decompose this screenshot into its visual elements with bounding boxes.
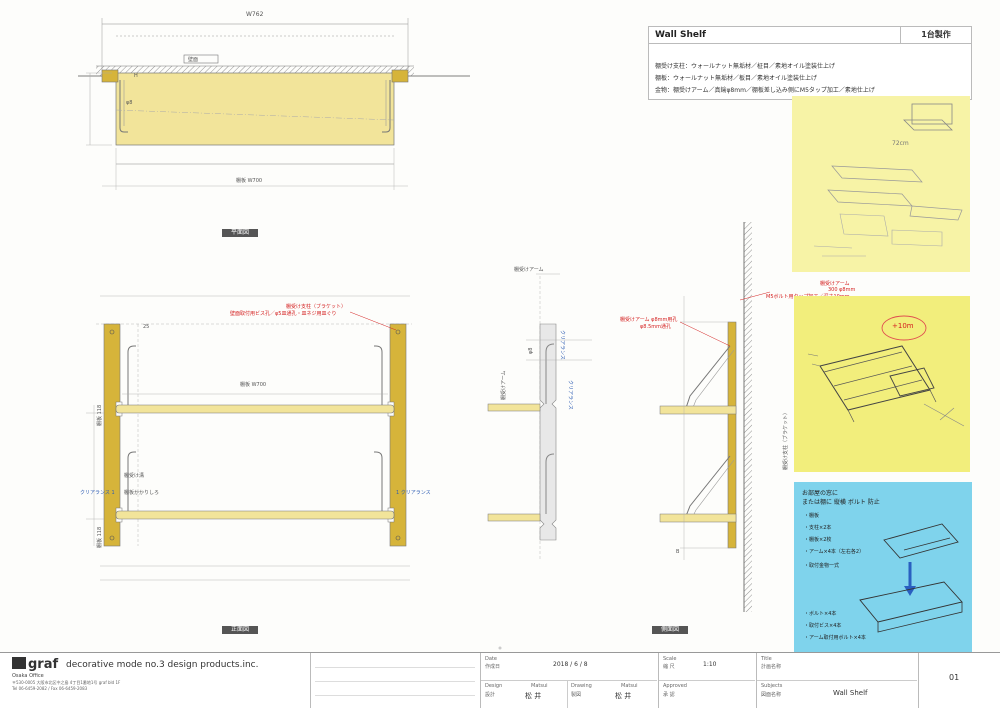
front-view-label: 正面図 (222, 626, 258, 634)
blue-note-item-3: ・棚板×2枚 (804, 537, 832, 543)
dim-height-upper: 棚板 118 (97, 404, 103, 426)
side-view-label: 側面図 (652, 626, 688, 634)
blue-note-heading-2: または棚に 縦横 ボルト 防止 (802, 499, 880, 506)
info-title: Wall Shelf (655, 30, 706, 40)
spec-line-1: 棚受け支柱：ウォールナット無垢材／柾目／素地オイル塗装仕上げ (655, 63, 836, 70)
blue-note-item-5: ・取付金物一式 (804, 563, 840, 569)
drawing-label: Drawing (571, 683, 592, 689)
dim-b: B (676, 549, 680, 555)
office-phone: Tel 06-6459-2082 / Fax 06-6459-2083 (12, 686, 88, 691)
graf-logo: graf (12, 657, 58, 672)
dim-height-lower: 棚板 118 (97, 526, 103, 548)
office-name: Osaka Office (12, 673, 44, 679)
annot-bracket-2: 壁面取付用ビス孔／φ5皿通孔・皿ネジ用皿ぐり (230, 311, 337, 317)
sticky-note-lime: +10m (794, 296, 970, 472)
design-romaji: Matsui (531, 683, 548, 689)
side-view (659, 222, 771, 612)
subjects-label-jp: 図面名称 (761, 692, 782, 698)
drawing-romaji: Matsui (621, 683, 638, 689)
dim-arm-phi: φ8 (528, 347, 534, 354)
page-number-cell: 01 (918, 653, 1000, 708)
wall-label: 壁面 (188, 57, 199, 63)
design-value: 松 井 (525, 692, 542, 700)
annot-arm-2: φ8.5mm通孔 (640, 324, 671, 330)
blue-note-heading-1: お部屋の窓に (802, 490, 839, 497)
company-name: decorative mode no.3 design products.inc… (66, 660, 259, 670)
blue-note-bottom-2: ・取付ビス×4本 (804, 623, 842, 629)
title-label: Title (761, 656, 772, 662)
office-address: 〒530-0005 大阪市北区中之島 4丁目1番地1号 graf bld 1F (12, 680, 121, 685)
date-label-jp: 作成日 (485, 664, 501, 670)
title-label-jp: 計画名称 (761, 664, 782, 670)
scale-approved-cells: Scale 縮 尺 1:10 Approved 承 認 (658, 653, 755, 708)
label-receiver: 棚受け溝 (124, 473, 145, 479)
annot-top-1: 棚受けアーム (820, 281, 850, 287)
annot-top-2: 300 φ8mm (828, 287, 856, 293)
arm-detail-view (487, 273, 592, 560)
blue-note-item-2: ・支柱×2本 (804, 525, 832, 531)
spec-line-3: 金物：棚受けアーム／真鍮φ8mm／棚板差し込み側にM5タップ加工／素地仕上げ (655, 87, 875, 94)
scale-value: 1:10 (703, 661, 717, 668)
sticky-note-blue: お部屋の窓に または棚に 縦横 ボルト 防止 ・棚板 ・支柱×2本 ・棚板×2枚… (794, 482, 972, 658)
clearance-right: 1 クリアランス (396, 490, 431, 496)
design-label: Design (485, 683, 503, 689)
label-clear-2: クリアランス (567, 380, 573, 410)
blue-note-bottom-3: ・アーム取付用ボルト×4本 (804, 635, 866, 641)
date-value: 2018 / 6 / 8 (553, 661, 588, 668)
scale-label-jp: 縮 尺 (663, 664, 675, 670)
plan-view (78, 18, 470, 190)
logo-mark-icon (12, 657, 26, 669)
front-view (86, 295, 412, 581)
sketch-packaging (859, 523, 963, 633)
dim-top: 25 (143, 324, 150, 330)
label-arm-side: 棚受けアーム (501, 370, 507, 400)
approved-label: Approved (663, 683, 687, 689)
plan-view-label: 平面図 (222, 229, 258, 237)
title-subject-cells: Title 計画名称 Subjects 図面名称 Wall Shelf (756, 653, 917, 708)
blue-note-item-1: ・棚板 (804, 513, 820, 519)
scale-label: Scale (663, 656, 677, 662)
pink-note-text: +10m (892, 322, 914, 330)
spec-info-box: Wall Shelf 1台製作 棚受け支柱：ウォールナット無垢材／柾目／素地オイ… (648, 26, 972, 100)
dim-phi: φ8 (126, 100, 133, 106)
date-design-cells: Date 作成日 2018 / 6 / 8 Design Matsui 設計 松… (480, 653, 657, 708)
drawing-value: 松 井 (615, 692, 632, 700)
design-label-jp: 設計 (485, 692, 496, 698)
label-hanger: 棚板かかりしろ (124, 490, 160, 496)
annot-arm-1: 棚受けアーム φ8mm用孔 (620, 317, 678, 323)
subjects-value: Wall Shelf (833, 689, 868, 697)
spec-line-2: 棚板：ウォールナット無垢材／板目／素地オイル塗装仕上げ (655, 75, 818, 82)
label-clear-1: クリアランス (559, 330, 565, 360)
subjects-label: Subjects (761, 683, 783, 689)
page-number: 01 (949, 673, 960, 682)
dim-h: H (134, 73, 138, 79)
blue-note-bottom-1: ・ボルト×4本 (804, 611, 837, 617)
sketch-note-dim: 72cm (892, 140, 909, 147)
dim-front-shelf: 棚板 W700 (240, 382, 267, 388)
drawing-label-jp: 製図 (571, 692, 582, 698)
date-label: Date (485, 656, 497, 662)
sticky-note-yellow: 72cm (792, 96, 970, 272)
blank-cells (310, 653, 479, 708)
dim-total-width: W762 (246, 11, 264, 18)
approved-label-jp: 承 認 (663, 692, 675, 698)
info-quantity: 1台製作 (900, 27, 971, 43)
title-block: graf decorative mode no.3 design product… (0, 652, 1000, 708)
annot-bracket-1: 棚受け支柱（ブラケット） (286, 304, 347, 310)
sketch-shelf-exploded (813, 103, 963, 257)
label-arm: 棚受けアーム (514, 267, 544, 273)
blue-note-item-4: ・アーム×4本（左右各2） (804, 549, 865, 555)
sketch-shelf-iso (807, 315, 965, 427)
clearance-left: クリアランス 1 (80, 490, 115, 496)
dim-shelf-width: 棚板 W700 (236, 178, 263, 184)
label-bracket-vertical: 棚受け支柱（ブラケット） (783, 409, 789, 470)
